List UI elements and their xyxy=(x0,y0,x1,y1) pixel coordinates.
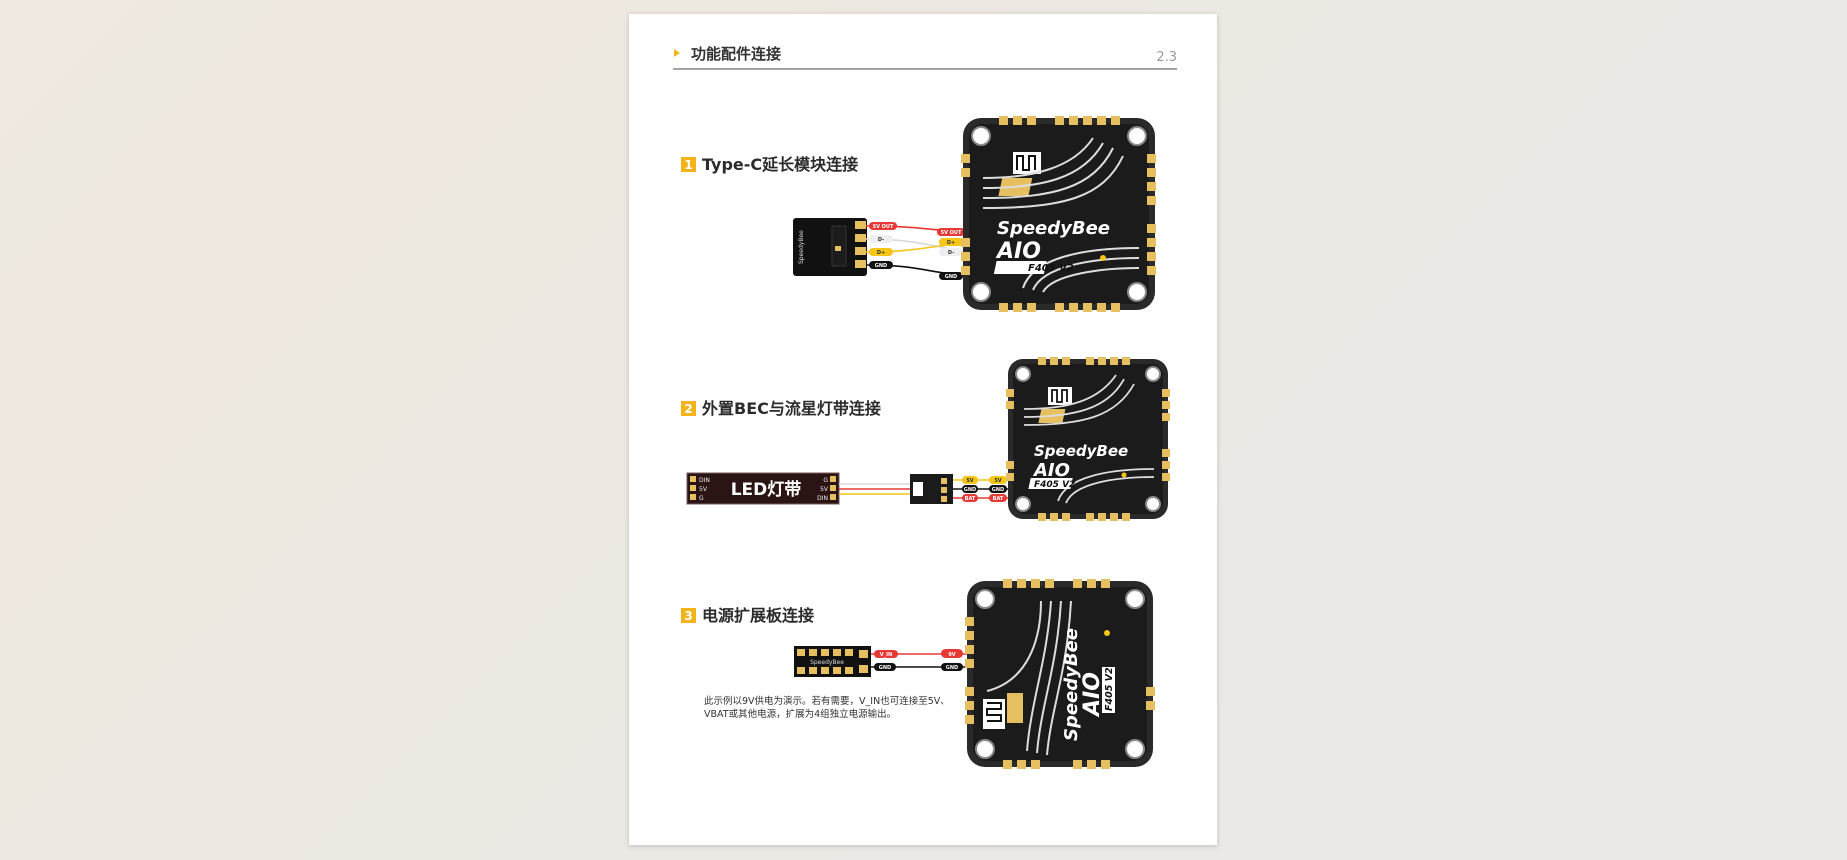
section-3: 3 电源扩展板连接 SpeedyBee xyxy=(681,579,1155,769)
wire-label: GND xyxy=(875,263,887,269)
section-number: 3 xyxy=(684,609,692,623)
wire-label: BAT xyxy=(965,496,976,502)
fc-sub: F405 V2 xyxy=(1034,480,1075,490)
wire-label: 5V xyxy=(994,478,1001,484)
wire-label: D- xyxy=(948,250,954,256)
fc-model: AIO xyxy=(1080,672,1105,718)
note-line: 此示例以9V供电为演示。若有需要，V_IN也可连接至5V、 xyxy=(704,695,950,707)
led-pin-label: DIN xyxy=(699,477,710,484)
section-badge xyxy=(681,608,696,623)
fc-sub: F405 V2 xyxy=(1104,667,1115,711)
board-brand: SpeedyBee xyxy=(810,659,844,666)
fc-model: AIO xyxy=(1032,460,1070,481)
manual-page: 功能配件连接 2.3 1 Type-C延长模块连接 SpeedyBee xyxy=(629,14,1217,845)
wire-label: GND xyxy=(946,665,958,671)
fc-model: AIO xyxy=(995,239,1041,264)
typec-extension-module: SpeedyBee xyxy=(793,218,867,276)
wire-label: BAT xyxy=(993,496,1004,502)
fc-brand: SpeedyBee xyxy=(1061,628,1082,741)
section-title: Type-C延长模块连接 xyxy=(702,155,858,174)
fc-sub: F405 V2 xyxy=(1028,263,1074,274)
page-canvas: 功能配件连接 2.3 1 Type-C延长模块连接 SpeedyBee xyxy=(673,45,1177,769)
page-number: 2.3 xyxy=(1156,50,1177,65)
fc-brand: SpeedyBee xyxy=(1034,442,1128,460)
section-1: 1 Type-C延长模块连接 SpeedyBee xyxy=(681,116,1156,312)
note-line: VBAT或其他电源，扩展为4组独立电源输出。 xyxy=(704,708,896,720)
section-2: 2 外置BEC与流星灯带连接 DIN 5V G G 5V DIN LED灯带 xyxy=(681,357,1170,521)
wires-section-3: V_IN GND 9V GND xyxy=(871,649,999,671)
header-arrow-icon xyxy=(674,49,680,57)
wire-label: D+ xyxy=(877,250,885,256)
wire-label: GND xyxy=(964,487,976,493)
led-label: LED灯带 xyxy=(731,479,802,500)
led-strip: DIN 5V G G 5V DIN LED灯带 xyxy=(686,472,840,505)
wire-label: GND xyxy=(879,665,891,671)
led-pin-label: G xyxy=(823,477,828,484)
section-title: 外置BEC与流星灯带连接 xyxy=(701,399,881,418)
section-number: 2 xyxy=(684,402,692,416)
section-number: 1 xyxy=(684,158,692,172)
bec-module xyxy=(910,474,953,504)
led-wires xyxy=(839,483,910,495)
section-title: 电源扩展板连接 xyxy=(702,606,814,625)
wire-label: 5V xyxy=(966,478,973,484)
flight-controller-board: SpeedyBee AIO F405 V2 xyxy=(965,579,1155,769)
wire-label: 5V OUT xyxy=(941,230,962,236)
section-badge xyxy=(681,157,696,172)
wire-label: GND xyxy=(945,274,957,280)
led-pin-label: DIN xyxy=(817,495,828,502)
led-pin-label: 5V xyxy=(699,486,708,493)
led-pin-label: G xyxy=(699,495,704,502)
flight-controller-board: SpeedyBee AIO F405 V2 xyxy=(961,116,1156,312)
module-brand: SpeedyBee xyxy=(798,230,805,264)
wire-label: 5V OUT xyxy=(873,224,894,230)
wire-label: V_IN xyxy=(880,652,892,658)
section-badge xyxy=(681,401,696,416)
page-header: 功能配件连接 2.3 xyxy=(673,45,1177,70)
flight-controller-board: SpeedyBee AIO F405 V2 xyxy=(1006,357,1170,521)
led-pin-label: 5V xyxy=(820,486,829,493)
header-title: 功能配件连接 xyxy=(691,45,781,63)
fc-brand: SpeedyBee xyxy=(997,218,1110,239)
wire-label: D+ xyxy=(947,240,955,246)
power-expansion-board: SpeedyBee xyxy=(794,646,871,677)
wire-label: GND xyxy=(992,487,1004,493)
wire-label: D- xyxy=(878,237,884,243)
wire-label: 9V xyxy=(948,652,955,658)
